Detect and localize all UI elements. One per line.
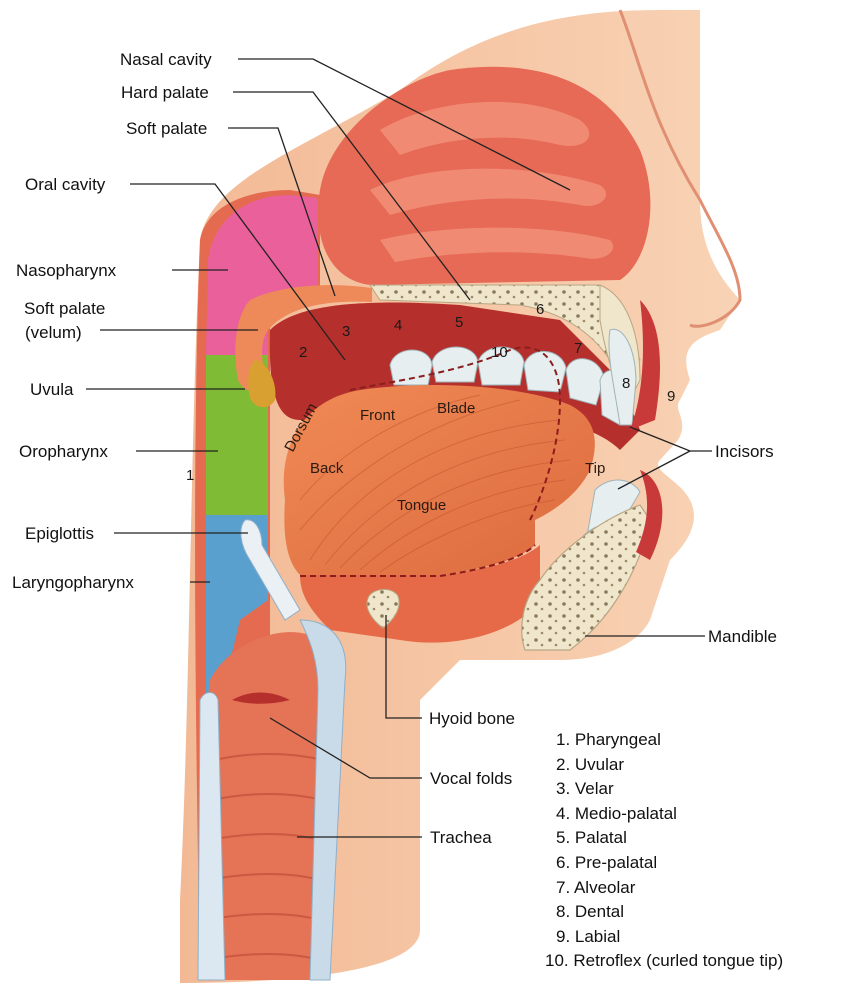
place-number-9: 9	[667, 388, 675, 405]
label-soft-palate-top: Soft palate	[126, 119, 207, 138]
legend-item-retroflex: 10. Retroflex (curled tongue tip)	[545, 949, 783, 974]
label-nasopharynx: Nasopharynx	[16, 261, 117, 280]
tongue-label-blade: Blade	[437, 400, 475, 417]
legend-item-dental: 8. Dental	[556, 900, 783, 925]
legend-item-alveolar: 7. Alveolar	[556, 876, 783, 901]
legend-item-palatal: 5. Palatal	[556, 826, 783, 851]
label-hyoid-bone: Hyoid bone	[429, 709, 515, 728]
label-epiglottis: Epiglottis	[25, 524, 94, 543]
label-soft-palate-velum-2: (velum)	[25, 323, 82, 342]
label-nasal-cavity: Nasal cavity	[120, 50, 212, 69]
label-soft-palate-velum-1: Soft palate	[24, 299, 105, 318]
place-number-3: 3	[342, 323, 350, 340]
tongue-label-back: Back	[310, 460, 344, 477]
place-number-10: 10	[491, 344, 508, 361]
place-number-6: 6	[536, 301, 544, 318]
legend-item-velar: 3. Velar	[556, 777, 783, 802]
legend-item-pharyngeal: 1. Pharyngeal	[556, 728, 783, 753]
tongue-label-tongue: Tongue	[397, 497, 446, 514]
legend-item-labial: 9. Labial	[556, 925, 783, 950]
place-number-8: 8	[622, 375, 630, 392]
tongue-label-front: Front	[360, 407, 396, 424]
label-vocal-folds: Vocal folds	[430, 769, 512, 788]
tongue-label-tip: Tip	[585, 460, 605, 477]
place-number-4: 4	[394, 317, 402, 334]
place-number-5: 5	[455, 314, 463, 331]
legend-item-uvular: 2. Uvular	[556, 753, 783, 778]
place-number-7: 7	[574, 340, 582, 357]
label-laryngopharynx: Laryngopharynx	[12, 573, 134, 592]
label-oropharynx: Oropharynx	[19, 442, 108, 461]
label-trachea: Trachea	[430, 828, 492, 847]
legend-item-medio-palatal: 4. Medio-palatal	[556, 802, 783, 827]
place-number-1: 1	[186, 467, 194, 484]
label-oral-cavity: Oral cavity	[25, 175, 106, 194]
label-hard-palate: Hard palate	[121, 83, 209, 102]
legend-item-pre-palatal: 6. Pre-palatal	[556, 851, 783, 876]
label-mandible: Mandible	[708, 627, 777, 646]
articulation-legend: 1. Pharyngeal 2. Uvular 3. Velar 4. Medi…	[556, 728, 783, 974]
label-uvula: Uvula	[30, 380, 74, 399]
place-number-2: 2	[299, 344, 307, 361]
label-incisors: Incisors	[715, 442, 774, 461]
